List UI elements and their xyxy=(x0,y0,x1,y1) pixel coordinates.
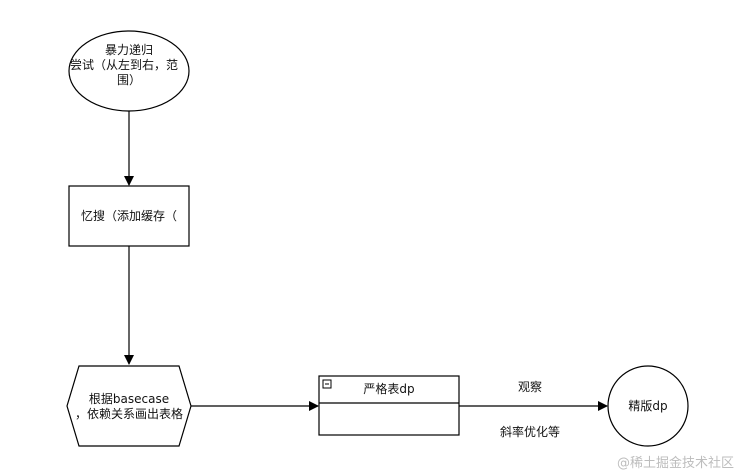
start-node-line-2: 尝试（从左到右，范 xyxy=(70,58,179,72)
start-node-line-3: 围） xyxy=(116,73,141,87)
table-node-label: 根据basecase ，依赖关系画出表格 xyxy=(68,392,190,422)
strict-node-box xyxy=(318,375,460,436)
memo-node-label: 忆搜（添加缓存（ xyxy=(80,209,177,223)
table-node-line-2: ，依赖关系画出表格 xyxy=(74,407,183,421)
edge-label-slope-optimization: 斜率优化等 xyxy=(499,425,560,439)
edge-label-observe: 观察 xyxy=(517,380,542,394)
refined-node-label: 精版dp xyxy=(628,399,668,413)
table-node-line-1: 根据basecase xyxy=(88,392,170,406)
watermark-text: @稀土掘金技术社区 xyxy=(616,456,734,471)
start-node-line-1: 暴力递归 xyxy=(104,43,153,57)
memo-node-box xyxy=(68,185,190,247)
start-node-label: 暴力递归 尝试（从左到右，范 围） xyxy=(70,43,188,88)
table-node-hexagon xyxy=(66,365,192,447)
refined-node-circle xyxy=(607,365,689,447)
strict-node-title: 严格表dp xyxy=(363,382,415,396)
